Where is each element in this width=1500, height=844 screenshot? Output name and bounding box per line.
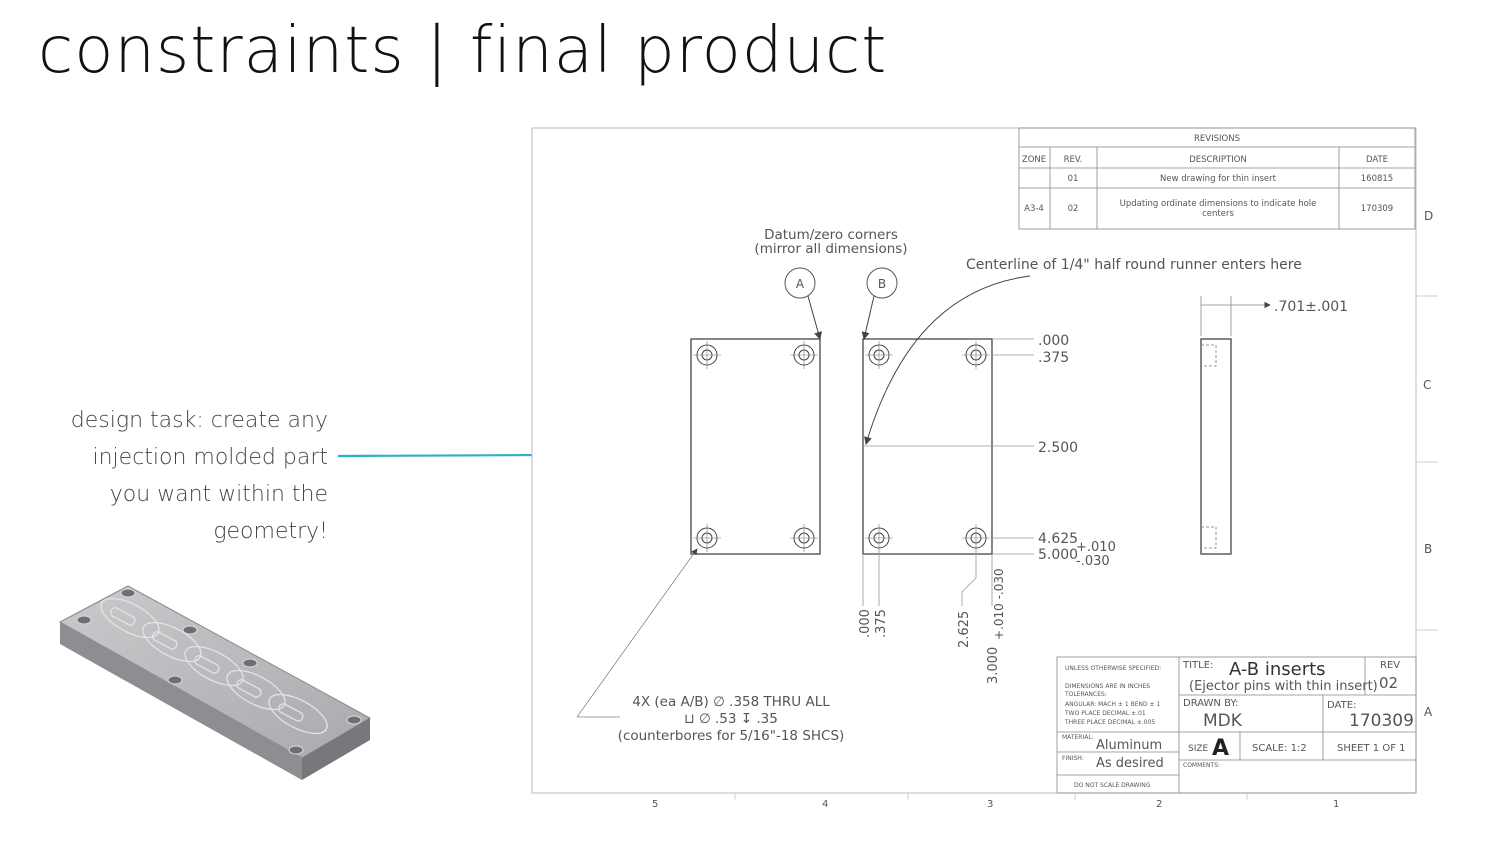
tb-unless: ANGULAR: MACH ± 1 BEND ± 1 [1065,701,1160,708]
tb-rev: 02 [1379,674,1398,692]
x-dim: 3.000 [986,647,1001,684]
zone-label: 5 [652,799,658,810]
tb-finish: As desired [1096,756,1164,771]
task-line: design task: create any [70,408,328,433]
tb-no-scale: DO NOT SCALE DRAWING [1074,782,1151,789]
tb-scale: SCALE: 1:2 [1252,743,1307,754]
datum-note: Datum/zero corners [764,227,898,243]
title-block [1056,656,1417,794]
tb-finish-label: FINISH: [1062,755,1084,762]
rev-col-date: DATE [1366,155,1388,165]
datum-b-balloon [866,267,898,299]
x-dim: .375 [874,609,889,638]
rev-cell: New drawing for thin insert [1160,174,1277,184]
datum-a-balloon [784,267,816,299]
tb-subtitle: (Ejector pins with thin insert) [1189,679,1378,694]
rev-cell: centers [1202,209,1234,219]
drawing-sheet [531,127,1417,794]
rev-cell: 01 [1068,174,1079,184]
y-dim: 5.000 [1038,547,1078,563]
tb-sheet: SHEET 1 OF 1 [1337,743,1406,754]
y-dim: .000 [1038,333,1069,349]
side-view [1200,296,1271,555]
design-task-text: design task: create any injection molded… [30,402,328,550]
rev-cell: 170309 [1361,204,1393,214]
task-line: you want within the [109,482,328,507]
y-dim: .375 [1038,350,1069,366]
zone-label: C [1423,378,1431,392]
tb-date-label: DATE: [1327,700,1356,711]
revisions-header: REVISIONS [1194,134,1240,144]
y-dim: 4.625 [1038,531,1078,547]
slide-title: constraints | final product [38,14,888,88]
tb-title: A-B inserts [1229,659,1326,680]
tb-unless: THREE PLACE DECIMAL ±.005 [1064,719,1155,726]
rev-col-desc: DESCRIPTION [1189,155,1247,165]
tb-unless: TWO PLACE DECIMAL ±.01 [1064,710,1146,717]
tb-date: 170309 [1349,711,1414,731]
rev-cell: 160815 [1361,174,1393,184]
rev-cell: A3-4 [1024,204,1044,214]
zone-label: B [1424,542,1432,556]
zone-label: D [1424,209,1433,223]
x-tolerance: +.010 -.030 [992,568,1006,640]
rev-col-zone: ZONE [1022,155,1046,165]
zone-label: 4 [822,799,828,810]
hole-note: (counterbores for 5/16"-18 SHCS) [618,728,845,744]
tb-material: Aluminum [1096,738,1162,753]
runner-note: Centerline of 1/4" half round runner ent… [966,257,1302,273]
rev-col-rev: REV. [1064,155,1083,165]
zone-label: 2 [1156,799,1162,810]
tb-comments-label: COMMENTS: [1183,762,1220,769]
zone-label: 1 [1333,799,1339,810]
zone-label: A [1424,705,1433,719]
datum-a-label: A [796,277,805,291]
thickness-dim: .701±.001 [1274,299,1348,315]
tb-rev-label: REV [1380,660,1400,671]
x-dim: 2.625 [957,611,972,648]
tb-title-label: TITLE: [1182,660,1213,671]
zone-label: 3 [987,799,993,810]
datum-b-label: B [878,277,886,291]
tb-unless: DIMENSIONS ARE IN INCHES [1065,683,1150,690]
y-dim: 2.500 [1038,440,1078,456]
y-tolerance: -.030 [1076,554,1110,569]
hole-note: ⊔ ∅ .53 ↧ .35 [684,711,778,727]
tb-unless: TOLERANCES: [1064,691,1107,698]
y-tolerance: +.010 [1076,540,1116,555]
tb-material-label: MATERIAL: [1062,734,1094,741]
datum-note: (mirror all dimensions) [754,241,907,257]
part-a-view [690,338,821,555]
hole-note: 4X (ea A/B) ∅ .358 THRU ALL [632,694,830,710]
part-b-view [862,338,1034,555]
rev-cell: 02 [1068,204,1079,214]
tb-size-label: SIZE [1188,744,1209,754]
tb-drawn: MDK [1203,711,1243,731]
task-line: geometry! [213,519,328,544]
plate-render [58,585,372,780]
task-line: injection molded part [92,445,328,470]
x-dim: .000 [858,609,873,638]
tb-size: A [1212,736,1229,761]
tb-unless: UNLESS OTHERWISE SPECIFIED: [1065,665,1161,672]
revisions-table [1018,127,1416,230]
rev-cell: Updating ordinate dimensions to indicate… [1120,199,1317,209]
tb-drawn-label: DRAWN BY: [1183,698,1239,709]
